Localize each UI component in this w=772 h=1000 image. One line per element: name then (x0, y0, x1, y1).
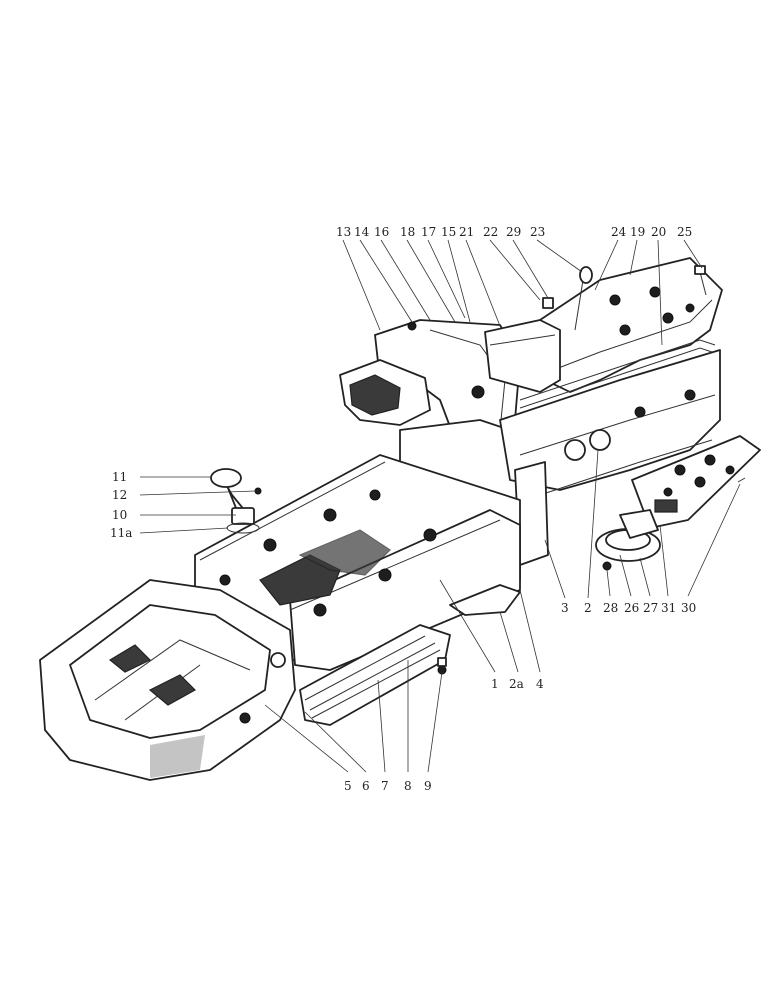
callout-25: 25 (677, 225, 692, 239)
front-frame (39, 579, 296, 781)
callout-18: 18 (400, 225, 415, 239)
callout-30: 30 (681, 601, 696, 615)
callout-15: 15 (441, 225, 456, 239)
callout-8: 8 (404, 779, 412, 793)
bracket-2a (449, 584, 521, 616)
callout-1: 1 (491, 677, 499, 691)
callout-7: 7 (381, 779, 389, 793)
callout-24: 24 (611, 225, 627, 239)
callout-26: 26 (624, 601, 639, 615)
main-housing (194, 454, 521, 671)
callout-9: 9 (424, 779, 432, 793)
filler-cap-assembly (210, 468, 262, 534)
callout-11: 11 (112, 470, 127, 484)
callout-6: 6 (362, 779, 370, 793)
callout-22: 22 (483, 225, 498, 239)
callout-3: 3 (561, 601, 569, 615)
callouts-top: 13 14 16 18 17 15 21 22 29 23 24 19 20 2… (336, 225, 692, 239)
callout-21: 21 (459, 225, 474, 239)
callout-11a: 11a (110, 526, 132, 540)
callout-16: 16 (374, 225, 389, 239)
callout-13: 13 (336, 225, 351, 239)
callouts-center: 1 2a 4 (491, 677, 544, 691)
callout-23: 23 (530, 225, 545, 239)
callout-17: 17 (421, 225, 436, 239)
callouts-bottom: 5 6 7 8 9 (344, 779, 432, 793)
callout-20: 20 (651, 225, 666, 239)
callout-4: 4 (536, 677, 544, 691)
callout-2a: 2a (509, 677, 524, 691)
callout-12: 12 (112, 488, 127, 502)
pto-plate-assembly (595, 435, 761, 571)
callout-19: 19 (630, 225, 645, 239)
callout-2: 2 (584, 601, 592, 615)
callout-29: 29 (506, 225, 521, 239)
callout-27: 27 (643, 601, 658, 615)
callout-5: 5 (344, 779, 352, 793)
callout-10: 10 (112, 508, 127, 522)
callout-14: 14 (354, 225, 370, 239)
callouts-right: 3 2 28 26 27 31 30 (561, 601, 696, 615)
callout-28: 28 (603, 601, 618, 615)
leader-lines (139, 239, 741, 773)
sump-pan-assembly (299, 624, 451, 726)
callout-31: 31 (661, 601, 676, 615)
callouts-left: 11 12 10 11a (110, 470, 132, 540)
